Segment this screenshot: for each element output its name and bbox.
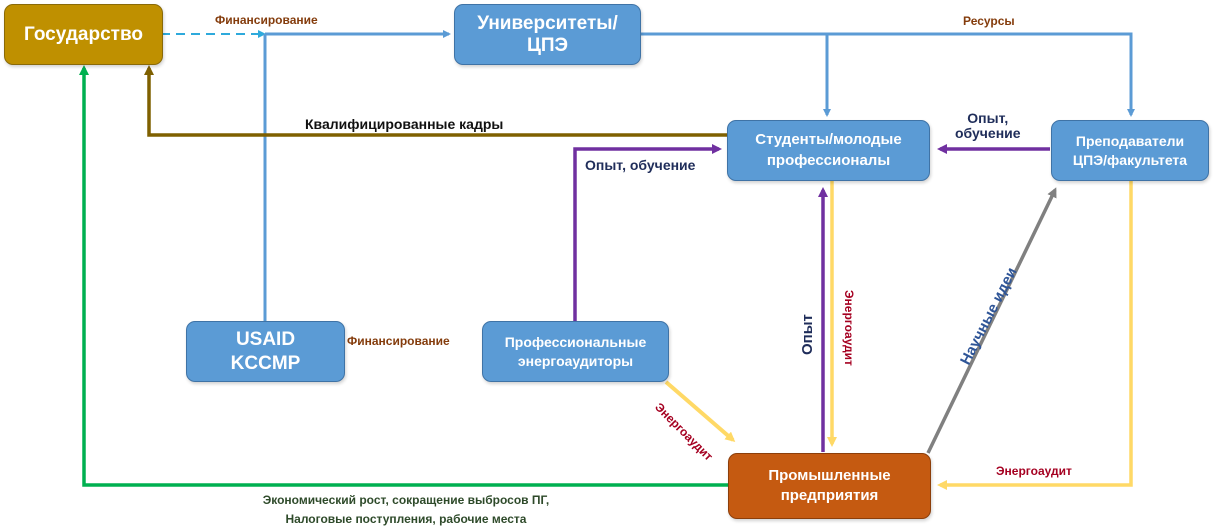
node-students-label-1: Студенты/молодые <box>755 131 902 149</box>
node-industry[interactable]: Промышленные предприятия <box>728 453 931 519</box>
label-financing-usaid: Финансирование <box>347 334 450 348</box>
node-auditors[interactable]: Профессиональные энергоаудиторы <box>482 321 669 382</box>
node-students[interactable]: Студенты/молодые профессионалы <box>727 120 930 181</box>
auditors-audit-arrow <box>664 380 736 442</box>
node-usaid-label-1: USAID <box>235 328 296 350</box>
resources-line <box>640 32 1135 117</box>
label-energy-audit-vertical: Энергоаудит <box>842 290 856 366</box>
label-experience-training-left: Опыт, обучение <box>585 157 696 173</box>
auditors-experience-arrow <box>573 144 722 322</box>
label-experience-training-right-1: Опыт, <box>967 110 1009 126</box>
node-industry-label-2: предприятия <box>780 487 879 504</box>
label-qualified-staff: Квалифицированные кадры <box>305 116 504 132</box>
label-financing-top: Финансирование <box>215 13 318 27</box>
label-experience-training-right-2: обучение <box>955 124 1021 141</box>
node-teachers-label-2: ЦПЭ/факультета <box>1072 151 1188 168</box>
node-teachers[interactable]: Преподаватели ЦПЭ/факультета <box>1051 120 1209 181</box>
teachers-audit-arrow <box>937 181 1133 490</box>
label-resources: Ресурсы <box>963 14 1015 28</box>
node-students-label-2: профессионалы <box>766 151 891 169</box>
node-industry-label-1: Промышленные <box>768 466 891 484</box>
node-universities[interactable]: Университеты/ ЦПЭ <box>454 4 641 65</box>
node-state-label: Государство <box>24 23 143 45</box>
benefits-arrow <box>79 65 728 487</box>
node-auditors-label-1: Профессиональные <box>504 333 647 350</box>
node-universities-label-1: Университеты/ <box>477 12 618 34</box>
label-energy-audit-bottom: Энергоаудит <box>996 464 1072 478</box>
node-usaid-label-2: KCCMP <box>230 352 301 374</box>
label-benefits: Экономический рост, сокращение выбросов … <box>200 491 612 528</box>
node-teachers-label-1: Преподаватели <box>1075 132 1185 149</box>
qualified-staff-arrow <box>144 65 727 137</box>
node-usaid[interactable]: USAID KCCMP <box>186 321 345 382</box>
label-benefits-2: Налоговые поступления, рабочие места <box>285 511 527 526</box>
node-state[interactable]: Государство <box>4 4 163 65</box>
scientific-ideas-arrow <box>926 187 1057 454</box>
node-auditors-label-2: энергоаудиторы <box>517 352 634 369</box>
label-experience: Опыт <box>799 314 816 355</box>
label-benefits-1: Экономический рост, сокращение выбросов … <box>262 493 550 507</box>
label-experience-training-right: Опыт, обучение <box>955 111 1021 140</box>
node-universities-label-2: ЦПЭ <box>526 34 569 56</box>
